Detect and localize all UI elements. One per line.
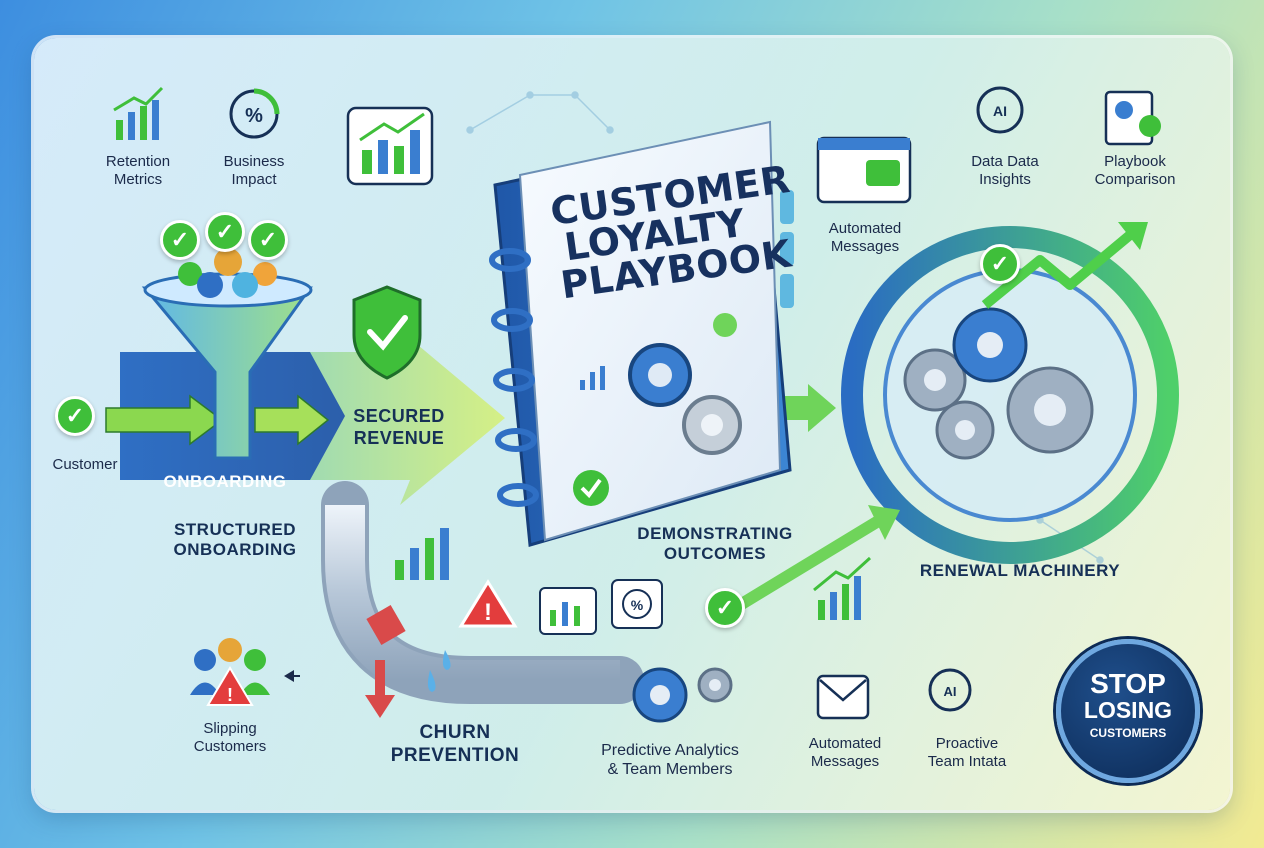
leaking-pipe (321, 481, 644, 718)
label-onboarding: ONBOARDING (163, 472, 287, 491)
message-window-icon (816, 136, 912, 204)
badge-line-2: LOSING (1083, 697, 1173, 723)
label-retention-metrics: Retention Metrics (105, 153, 171, 188)
label-business-impact: Business Impact (223, 153, 285, 188)
slipping-customers-icon: ! (190, 638, 270, 706)
shield-icon (352, 285, 422, 380)
svg-text:%: % (245, 105, 263, 127)
label-proactive-team: Proactive Team Intata (927, 735, 1007, 770)
rising-arrow (734, 514, 886, 611)
retention-chart-icon (113, 86, 164, 140)
label-secured-revenue: SECURED REVENUE (353, 406, 445, 448)
label-automated-messages-bottom: Automated Messages (808, 735, 882, 770)
label-data-insights: Data Data Insights (971, 153, 1039, 188)
check-icon: ✓ (980, 244, 1020, 284)
badge-line-1: STOP (1090, 668, 1166, 699)
svg-text:AI: AI (944, 684, 957, 699)
label-automated-messages-top: Automated Messages (828, 220, 902, 255)
envelope-icon (816, 674, 870, 720)
label-demonstrating-outcomes: DEMONSTRATING OUTCOMES (637, 524, 793, 564)
warning-icon: ! (458, 579, 518, 628)
report-card-icon (539, 587, 597, 635)
label-predictive-analytics: Predictive Analytics & Team Members (601, 742, 739, 779)
playbook-icon (489, 120, 794, 547)
label-structured-onboarding: STRUCTURED ONBOARDING (173, 520, 297, 560)
svg-text:AI: AI (993, 103, 1007, 119)
trend-chart-icon (813, 556, 872, 620)
check-icon: ✓ (205, 212, 245, 252)
check-icon: ✓ (705, 588, 745, 628)
ai-head-icon: AI (928, 668, 972, 712)
funnel-out-arrow (254, 394, 330, 446)
check-icon: ✓ (248, 220, 288, 260)
book-out-arrow (780, 384, 836, 432)
svg-text:!: ! (484, 599, 492, 626)
label-playbook-comparison: Playbook Comparison (1094, 153, 1176, 188)
predictive-gears-icon (632, 667, 733, 723)
chart-card-icon (346, 106, 434, 186)
check-icon: ✓ (160, 220, 200, 260)
percent-icon: % (229, 88, 280, 139)
svg-text:%: % (631, 597, 644, 613)
renewal-machinery-icon (841, 222, 1179, 564)
document-check-icon (1104, 90, 1161, 146)
percent-card-icon: % (611, 579, 663, 629)
growth-chart-icon (395, 528, 449, 580)
label-renewal-machinery: RENEWAL MACHINERY (919, 561, 1121, 580)
network-lines (466, 91, 1104, 564)
svg-text:!: ! (227, 685, 233, 705)
stop-losing-customers-badge: STOP LOSING CUSTOMERS (1056, 639, 1200, 783)
label-churn-prevention: CHURN PREVENTION (390, 722, 520, 766)
label-customer: Customer (52, 456, 118, 473)
label-slipping-customers: Slipping Customers (193, 720, 267, 755)
check-icon: ✓ (55, 396, 95, 436)
customer-arrow (105, 394, 224, 446)
badge-line-3: CUSTOMERS (1089, 726, 1167, 741)
ai-brain-icon: AI (976, 86, 1024, 134)
funnel-icon (141, 248, 313, 460)
